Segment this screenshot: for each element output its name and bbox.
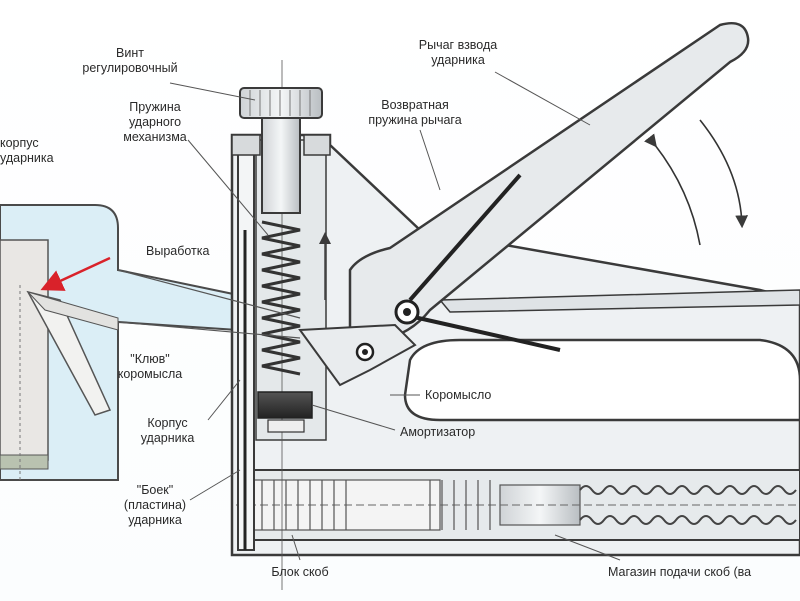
rocker [298,323,417,387]
striker-spring-text: Пружина ударного механизма [123,100,187,144]
wear-text: Выработка [146,244,210,258]
cocking-lever [348,21,750,352]
cocking-lever-text: Рычаг взвода ударника [418,38,498,67]
striker-spring [261,220,301,376]
label-shock-absorber: Амортизатор [400,425,520,440]
label-staple-block: Блок скоб [255,565,345,580]
label-striker-body-top: корпус ударника [0,136,70,166]
label-striker-plate: "Боек" (пластина) ударника [110,483,200,528]
label-striker-body-bottom: Корпус ударника [125,416,210,446]
return-spring-text: Возвратная пружина рычага [368,98,462,127]
striker-body-bottom-text: Корпус ударника [140,416,195,445]
label-wear: Выработка [146,244,236,259]
label-staple-magazine: Магазин подачи скоб (ва [608,565,798,580]
label-cocking-lever: Рычаг взвода ударника [398,38,518,68]
label-adjusting-screw: Винт регулировочный [80,46,180,76]
staple-block-text: Блок скоб [271,565,329,579]
label-rocker: Коромысло [425,388,535,403]
adjusting-screw-text: Винт регулировочный [82,46,178,75]
shock-absorber-text: Амортизатор [400,425,476,439]
shock-absorber [257,391,313,419]
label-striker-spring: Пружина ударного механизма [100,100,210,145]
wear-arrow [40,256,111,291]
magazine-spring [579,485,797,525]
label-return-spring: Возвратная пружина рычага [350,98,480,128]
striker-plate-text: "Боек" (пластина) ударника [123,483,187,527]
striker-body-top-text: корпус ударника [0,136,54,165]
lever-motion-arrows [644,119,749,246]
leader-lines [169,71,621,561]
projection-lines [117,269,301,339]
adjusting-screw [231,87,331,214]
rocker-text: Коромысло [425,388,492,402]
label-rocker-beak: "Клюв" коромысла [105,352,195,382]
staple-block [261,480,491,530]
staple-magazine-text: Магазин подачи скоб (ва [608,565,752,579]
rocker-beak-text: "Клюв" коромысла [117,352,183,381]
